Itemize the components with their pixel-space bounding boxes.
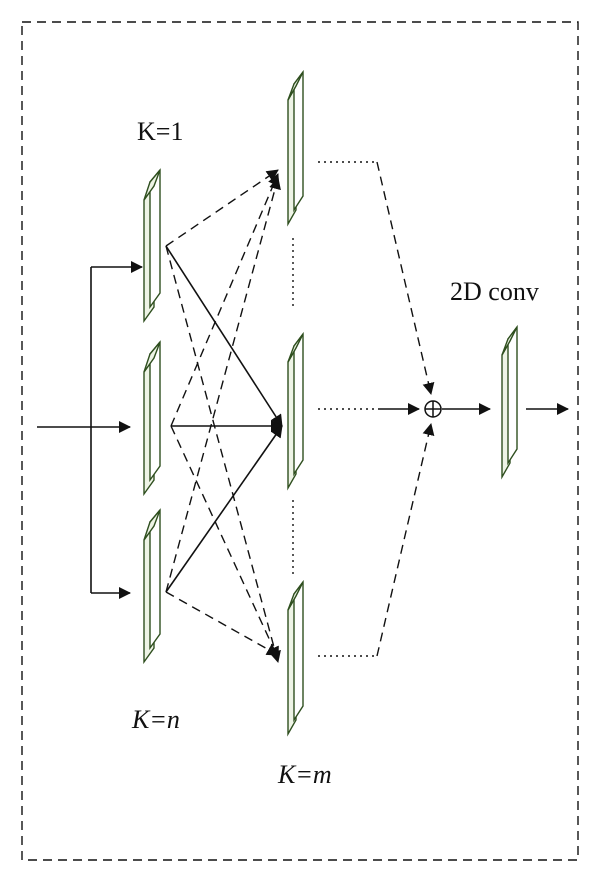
- sum-node: [424, 400, 442, 418]
- plate-kn: [143, 508, 161, 665]
- plate-branch-mid: [287, 331, 304, 491]
- outer-frame: [21, 21, 579, 861]
- input-connections: [37, 261, 143, 599]
- label-km: K=m: [277, 760, 332, 789]
- aggregation-connections: [318, 161, 435, 657]
- label-2d-conv: 2D conv: [450, 277, 539, 306]
- plate-k-mid: [143, 340, 161, 497]
- cross-connections: [165, 169, 283, 663]
- plate-branch-bottom: [287, 579, 304, 737]
- label-k1: K=1: [137, 117, 183, 146]
- label-kn-prefix: K=: [131, 705, 167, 734]
- label-km-var: m: [313, 760, 332, 789]
- plate-k1: [143, 168, 161, 324]
- label-kn-var: n: [167, 705, 180, 734]
- label-km-prefix: K=: [277, 760, 313, 789]
- conv-plate: [501, 324, 518, 480]
- plate-branch-top: [287, 69, 304, 227]
- label-kn: K=n: [131, 705, 180, 734]
